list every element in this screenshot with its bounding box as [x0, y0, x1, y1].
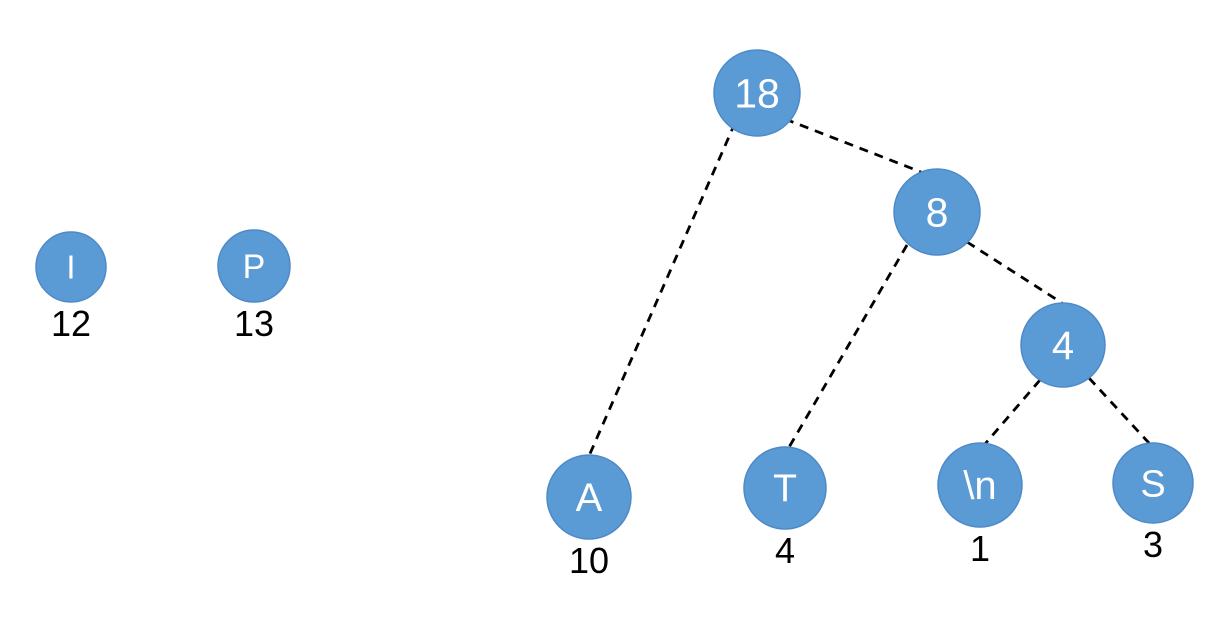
- node-frequency-A: 10: [569, 540, 609, 581]
- node-circle-P: [217, 229, 291, 303]
- node-label-8: 8: [926, 189, 949, 235]
- tree-node-newline: \n 1: [937, 442, 1023, 569]
- tree-edge-18-8: [784, 117, 922, 174]
- node-label-A: A: [576, 476, 603, 520]
- node-circle-I: [35, 231, 107, 303]
- node-label-I: I: [66, 249, 75, 286]
- tree-node-S: S3: [1112, 442, 1194, 565]
- node-circle-18: [713, 49, 801, 137]
- tree-node-I: I 12: [35, 231, 107, 344]
- tree-node-4: 4: [1020, 302, 1106, 388]
- node-circle-8: [893, 168, 981, 256]
- tree-edge-8-T: [786, 244, 909, 450]
- tree-edge-8-4: [966, 240, 1063, 305]
- tree-node-A: A 10: [546, 454, 632, 581]
- node-frequency-S: 3: [1143, 524, 1163, 565]
- node-frequency-P: 13: [234, 303, 274, 344]
- tree-edge-4-S: [1087, 377, 1151, 444]
- node-label-newline: \n: [963, 464, 996, 508]
- node-circle-4: [1020, 302, 1106, 388]
- tree-node-P: P 13: [217, 229, 291, 344]
- node-circle-T: [743, 446, 827, 530]
- node-label-P: P: [243, 248, 266, 286]
- node-frequency-newline: 1: [970, 528, 990, 569]
- tree-node-18: 18: [713, 49, 801, 137]
- node-frequency-T: 4: [775, 530, 795, 571]
- node-label-18: 18: [734, 70, 780, 116]
- node-label-S: S: [1140, 463, 1165, 505]
- node-label-T: T: [773, 468, 797, 511]
- node-frequency-I: 12: [51, 303, 91, 344]
- node-circle-A: [546, 454, 632, 540]
- tree-node-8: 8: [893, 168, 981, 256]
- tree-edge-18-A: [587, 122, 737, 457]
- tree-edge-4-newline: [983, 379, 1042, 445]
- node-circle-newline: [937, 442, 1023, 528]
- node-circle-S: [1112, 442, 1194, 524]
- node-label-4: 4: [1052, 324, 1074, 368]
- tree-node-T: T4: [743, 446, 827, 571]
